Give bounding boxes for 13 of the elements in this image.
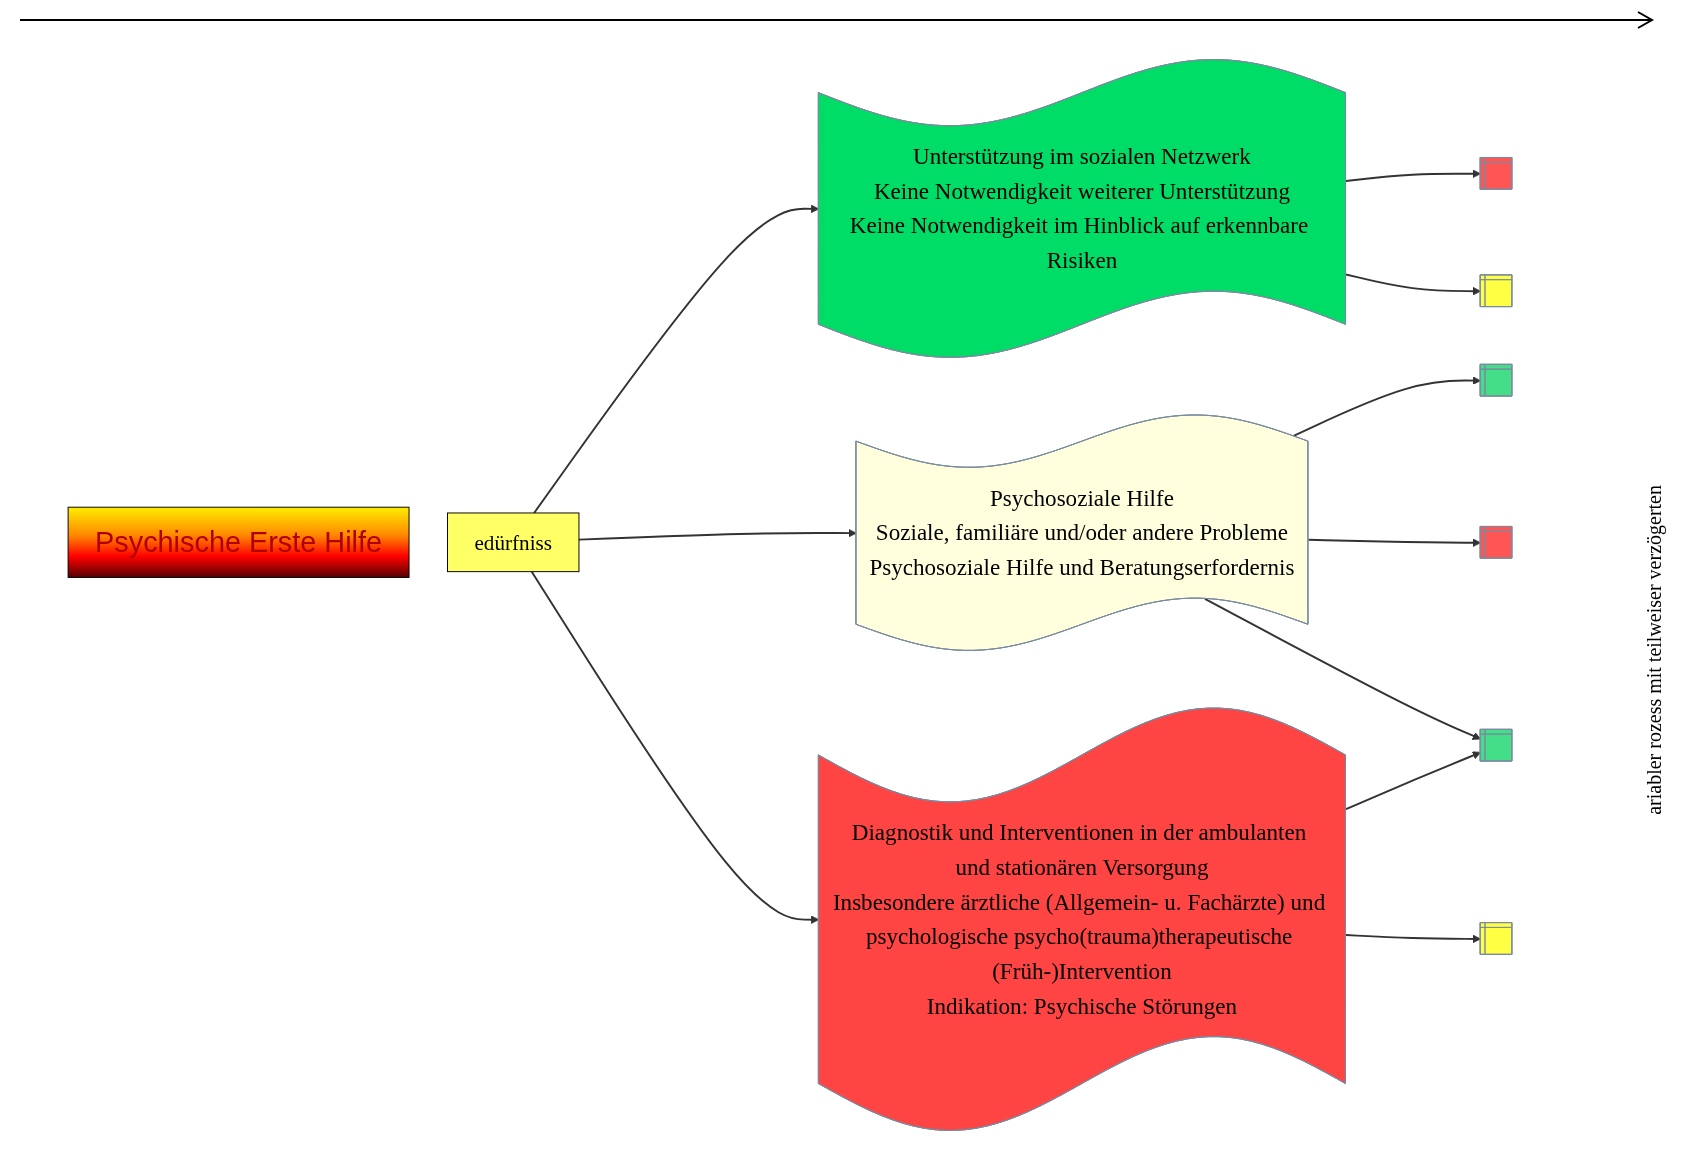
arrow	[1345, 169, 1482, 182]
arrow	[1345, 934, 1482, 944]
arrow	[1292, 376, 1482, 438]
arrow	[1307, 538, 1482, 547]
arrow	[533, 204, 820, 514]
arrow	[1345, 751, 1482, 810]
arrow	[578, 528, 857, 541]
side-note: ariabler rozess mit teilweiser verzögerten	[1643, 485, 1666, 815]
arrow	[530, 570, 820, 924]
node-box: Psychische Erste Hilfe	[67, 506, 410, 578]
node-box: edürfniss	[447, 512, 580, 573]
arrow	[1345, 273, 1482, 296]
arrow	[1204, 597, 1482, 740]
